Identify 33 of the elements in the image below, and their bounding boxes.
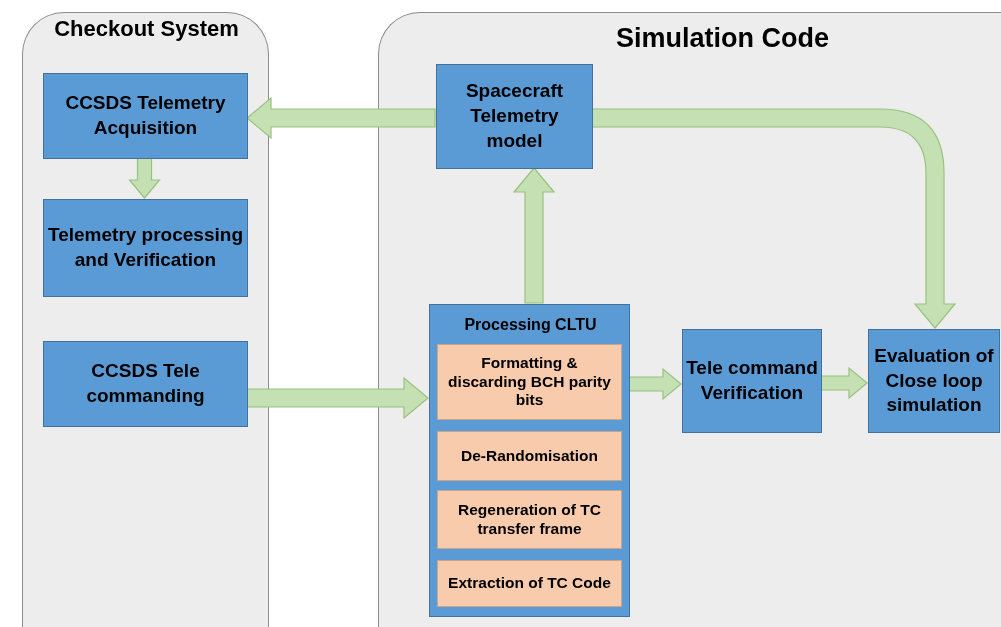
box-label: Evaluation of Close loop simulation: [873, 343, 995, 418]
box-label: Telemetry processing and Verification: [47, 223, 244, 272]
box-label: Regeneration of TC transfer frame: [457, 500, 602, 539]
panel-background: [22, 12, 269, 627]
block-arrow: [128, 157, 161, 199]
box-label: CCSDS Tele commanding: [85, 359, 206, 408]
box-label: De-Randomisation: [460, 446, 599, 466]
group-title: Processing CLTU: [463, 315, 598, 335]
block-arrow: [512, 167, 556, 304]
step-box: [437, 344, 622, 420]
process-box: [868, 329, 1000, 433]
box-label: Spacecraft Telemetry model: [464, 79, 565, 153]
process-group-box: [429, 304, 630, 617]
step-box: [437, 560, 622, 607]
group-title: Simulation Code: [616, 22, 829, 55]
process-box: [682, 329, 822, 433]
block-arrow: [246, 376, 429, 420]
box-label: Tele command Verification: [685, 356, 819, 405]
process-box: [43, 341, 248, 427]
box-label: CCSDS Telemetry Acquisition: [64, 91, 227, 140]
box-label: Formatting & discarding BCH parity bits: [447, 354, 612, 410]
panel-background: [378, 12, 1001, 627]
block-arrow: [591, 108, 956, 329]
process-box: [43, 73, 248, 159]
block-arrow: [628, 367, 682, 401]
process-box: [43, 199, 248, 297]
block-arrow: [246, 96, 436, 140]
box-label: Extraction of TC Code: [447, 574, 612, 593]
step-box: [437, 490, 622, 549]
step-box: [437, 431, 622, 481]
process-box: [436, 64, 593, 169]
block-arrow: [820, 366, 868, 400]
group-title: Checkout System: [53, 16, 240, 43]
